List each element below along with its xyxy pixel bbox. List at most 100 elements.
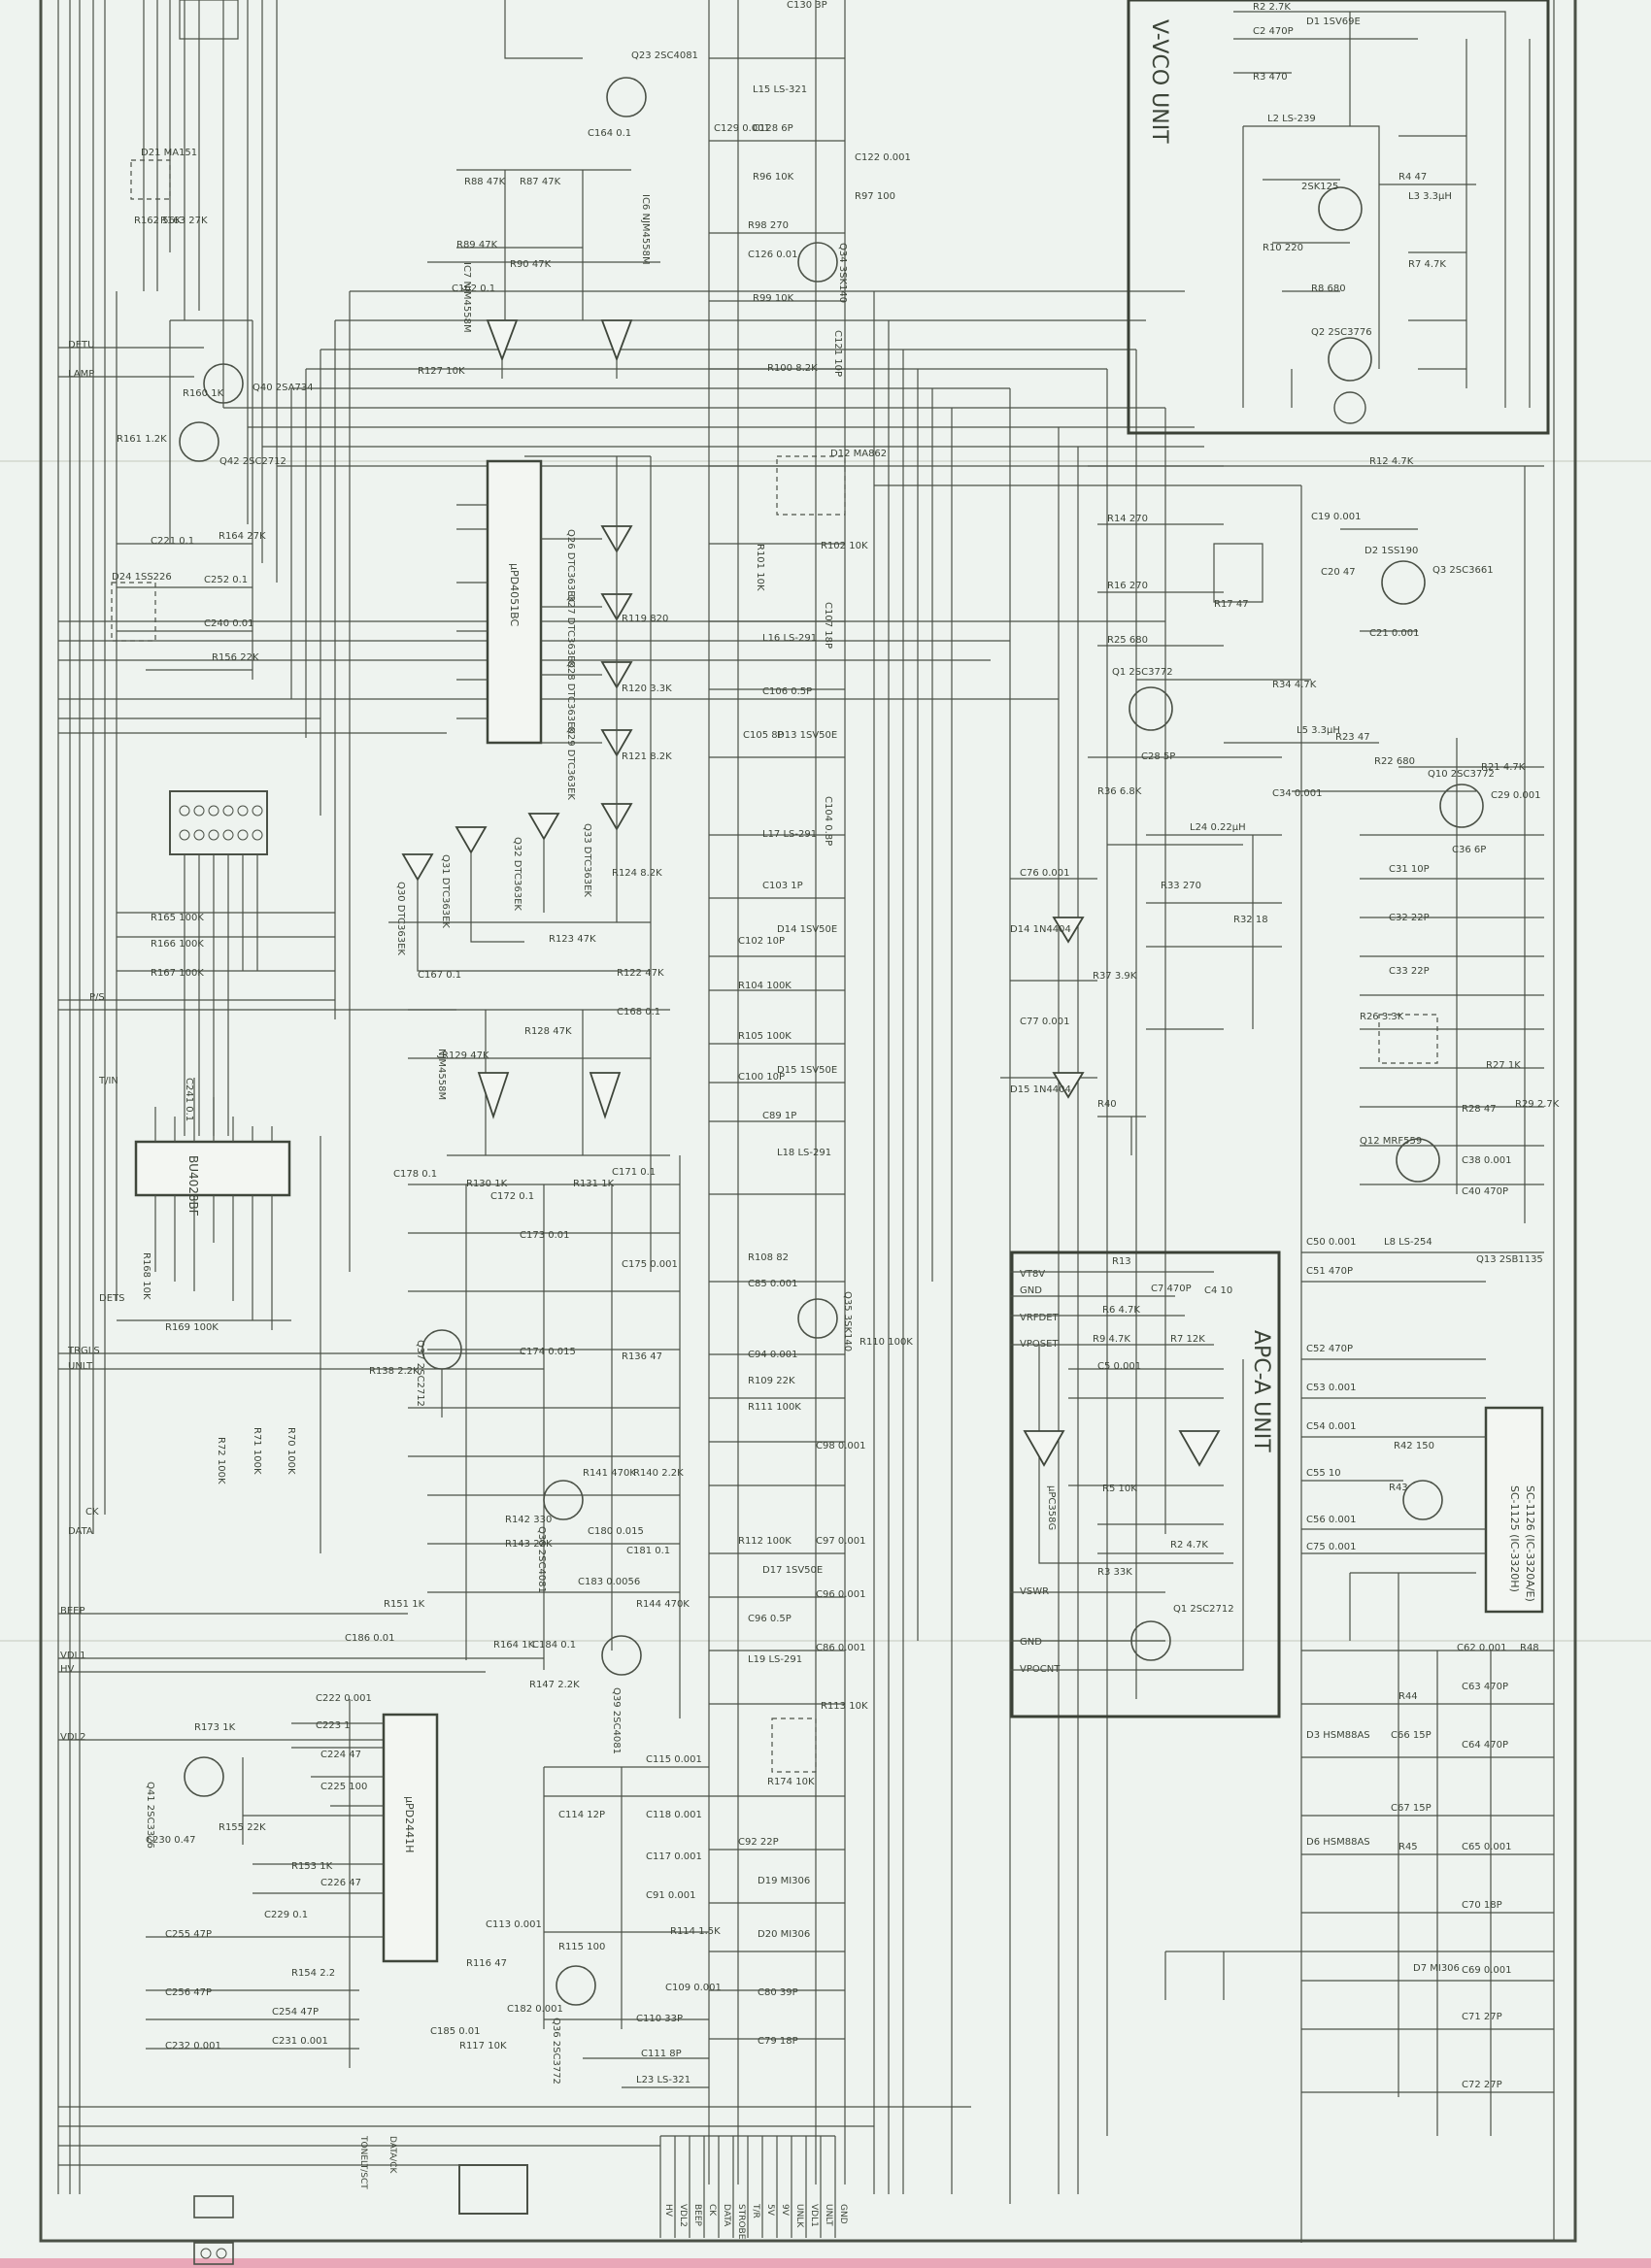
label-c77: C77 0.001: [1020, 1017, 1070, 1027]
label-c114: C114 12P: [558, 1810, 605, 1820]
label-c115: C115 0.001: [646, 1754, 702, 1765]
label-r121: R121 8.2K: [622, 751, 672, 762]
label-r42: R42 150: [1394, 1441, 1434, 1451]
label-r5: R5 10K: [1102, 1484, 1137, 1494]
label-c31: C31 10P: [1389, 864, 1430, 875]
label-c70: C70 18P: [1462, 1900, 1502, 1911]
left-bus: [57, 0, 971, 2194]
label-c79: C79 18P: [758, 2036, 798, 2047]
bottom-pin: T/R: [751, 2203, 760, 2218]
label-r87: R87 47K: [520, 177, 561, 187]
label-r70: R70 100K: [286, 1427, 296, 1475]
label-r101: R101 10K: [755, 544, 765, 591]
coil-l1: [1333, 391, 1366, 424]
label-c103: C103 1P: [762, 881, 803, 891]
apca-pin: GND: [1020, 1285, 1042, 1296]
label-q30: Q30 DTC363EK: [395, 882, 406, 955]
label-r71: R71 100K: [252, 1427, 262, 1475]
ic14-wiring: [117, 1078, 321, 1553]
label-c100: C100 10P: [738, 1072, 785, 1083]
connector-pin: [237, 805, 249, 817]
label-d14: D14 1N4404: [1010, 924, 1071, 935]
opamp-ic6-top: [600, 319, 633, 362]
label-q37: Q37 2SC2712: [415, 1340, 425, 1407]
label-r124: R124 8.2K: [612, 868, 662, 879]
connector-pin: [179, 829, 190, 841]
opamp-top-wiring: [427, 0, 660, 379]
ic14-label: BU4028BF: [186, 1155, 200, 1217]
bottom-connector-lines: [659, 2135, 836, 2238]
label-c106: C106 0.5P: [762, 686, 812, 697]
label-r154: R154 2.2: [291, 1968, 335, 1979]
opamp-ic6-mid: [589, 1072, 622, 1119]
signal-unlt: UNLT: [68, 1361, 93, 1372]
label-r17: R17 47: [1214, 599, 1249, 610]
rf-column-labels: C129 0.001 L15 LS-321 C128 6P C130 3P R9…: [430, 0, 913, 2085]
label-r116: R116 47: [466, 1958, 507, 1969]
connector-pin: [193, 805, 205, 817]
label-d17: D17 1SV50E: [762, 1565, 823, 1576]
signal-data: DATA: [68, 1526, 93, 1537]
label-r155: R155 22K: [219, 1822, 266, 1833]
label-r12: R12 4.7K: [1369, 456, 1414, 467]
label-c38: C38 0.001: [1462, 1155, 1512, 1166]
label-q39: Q39 2SC4081: [611, 1687, 622, 1754]
label-r45: R45: [1398, 1842, 1418, 1852]
signal-tin: T/IN: [98, 1076, 118, 1086]
label-c32: C32 22P: [1389, 913, 1430, 923]
label-r13: R13: [1112, 1256, 1131, 1267]
label-l16: L16 LS-291: [762, 633, 817, 644]
label-r96: R96 10K: [753, 172, 794, 183]
label-c223: C223 1: [316, 1720, 351, 1731]
bottom-pin: 5V: [765, 2204, 775, 2217]
transistor-q13: [1402, 1480, 1443, 1520]
label-l19: L19 LS-291: [748, 1654, 802, 1665]
bottom-pin: GND: [838, 2204, 848, 2224]
signal-ck: CK: [85, 1507, 99, 1518]
connector-j1-wiring: [117, 854, 335, 1136]
label-r8: R8 680: [1311, 284, 1346, 294]
opamp-ic7-top: [486, 319, 519, 362]
label-r25: R25 680: [1107, 635, 1148, 646]
label-r102: R102 10K: [821, 541, 868, 551]
label-q35: Q35 3SK140: [842, 1291, 853, 1351]
label-r26: R26 3.3K: [1360, 1012, 1404, 1022]
label-q38: Q38 2SC4081: [536, 1526, 547, 1593]
label-d2: D2 1SS190: [1365, 546, 1418, 556]
label-q10: Q10 2SC3772: [1428, 769, 1495, 780]
label-r105: R105 100K: [738, 1031, 792, 1042]
label-c171: C171 0.1: [612, 1167, 656, 1178]
label-r143: R143 22K: [505, 1539, 553, 1550]
apca-opamp-2: [1178, 1430, 1221, 1467]
label-q1b: Q1 2SC2712: [1173, 1604, 1234, 1615]
label-r27: R27 1K: [1486, 1060, 1521, 1071]
signal-vdl1: VDL1: [60, 1651, 85, 1661]
label-r16: R16 270: [1107, 581, 1148, 591]
label-c66: C66 15P: [1391, 1730, 1432, 1741]
label-q12: Q12 MRF559: [1360, 1136, 1422, 1147]
label-c168: C168 0.1: [617, 1007, 660, 1017]
label-r136: R136 47: [622, 1351, 662, 1362]
label-c183: C183 0.0056: [578, 1577, 640, 1587]
label-q36: Q36 2SC3772: [551, 2018, 561, 2085]
transistor-q11: [1129, 686, 1173, 731]
label-q40: Q40 2SA734: [253, 383, 314, 393]
label-r168: R168 10K: [141, 1252, 152, 1300]
label-r21: R21 4.7K: [1481, 762, 1526, 773]
label-c19: C19 0.001: [1311, 512, 1362, 522]
connector-j9: [193, 2242, 234, 2265]
label-r173: R173 1K: [194, 1722, 236, 1733]
label-c129: C129 0.001: [714, 123, 770, 134]
rf-section-wiring: [1000, 465, 1544, 1223]
label-r22: R22 680: [1374, 756, 1415, 767]
label-c96: C96 0.5P: [748, 1614, 792, 1624]
driver-q31: [455, 826, 488, 854]
driver-q32: [527, 813, 560, 841]
apca-opamp-1: [1023, 1430, 1065, 1467]
transistor-q34: [797, 242, 838, 283]
label-r97: R97 100: [855, 191, 895, 202]
connector-pin: [208, 805, 219, 817]
label-q33: Q33 DTC363EK: [582, 823, 592, 897]
label-q27: Q27 DTC363EK: [565, 594, 576, 668]
label-ic1: 2SK125: [1301, 182, 1338, 192]
